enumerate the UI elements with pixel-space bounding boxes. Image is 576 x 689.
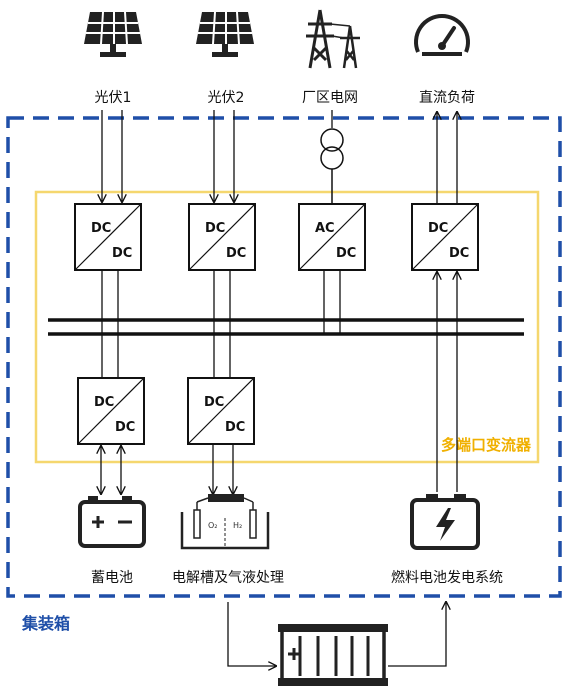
battery-label: 蓄电池 (91, 570, 133, 586)
container-out-arrow (388, 602, 446, 667)
container-label: 集装箱 (21, 614, 70, 633)
converter-output-label: DC (225, 420, 245, 435)
solar-panel-icon (84, 11, 142, 57)
converter-output-label: DC (112, 246, 132, 261)
converter-output-label: DC (449, 246, 469, 261)
pv1-label: 光伏1 (95, 90, 132, 106)
converter-dcdc-electrolyzer: DC DC (187, 377, 255, 445)
converter-dcdc-load: DC DC (411, 203, 479, 271)
grid-label: 厂区电网 (302, 90, 358, 106)
transmission-tower-icon (306, 9, 360, 69)
gauge-icon (414, 14, 470, 56)
electrolyzer-label: 电解槽及气液处理 (172, 570, 284, 586)
electrolyzer-icon: O₂ H₂ (180, 494, 270, 550)
transformer-icon (320, 128, 344, 204)
bus-connections (101, 270, 341, 380)
container-in-arrow (227, 602, 276, 666)
solar-panel-icon (196, 11, 254, 57)
converter-input-label: AC (315, 221, 335, 236)
converter-input-label: DC (91, 221, 111, 236)
dc-load-label: 直流负荷 (419, 89, 475, 106)
fuel-cell-icon (410, 494, 480, 550)
pv2-label: 光伏2 (208, 90, 245, 106)
fuel-cell-label: 燃料电池发电系统 (391, 569, 503, 586)
h2-label: H₂ (233, 521, 242, 530)
converter-input-label: DC (428, 221, 448, 236)
multiport-converter-label: 多端口变流器 (441, 436, 532, 454)
converter-dcdc-pv1: DC DC (74, 203, 142, 271)
converter-output-label: DC (115, 420, 135, 435)
converter-input-label: DC (205, 221, 225, 236)
converter-output-label: DC (226, 246, 246, 261)
converter-dcdc-battery: DC DC (77, 377, 145, 445)
o2-label: O₂ (208, 521, 218, 530)
converter-input-label: DC (204, 395, 224, 410)
converter-output-label: DC (336, 246, 356, 261)
container-boundary (6, 116, 562, 598)
shipping-container-icon (278, 624, 388, 686)
dc-bus (48, 318, 524, 336)
multiport-converter-boundary (34, 190, 540, 464)
converter-input-label: DC (94, 395, 114, 410)
converter-acdc-grid: AC DC (298, 203, 366, 271)
converter-dcdc-pv2: DC DC (188, 203, 256, 271)
battery-icon (78, 496, 146, 548)
